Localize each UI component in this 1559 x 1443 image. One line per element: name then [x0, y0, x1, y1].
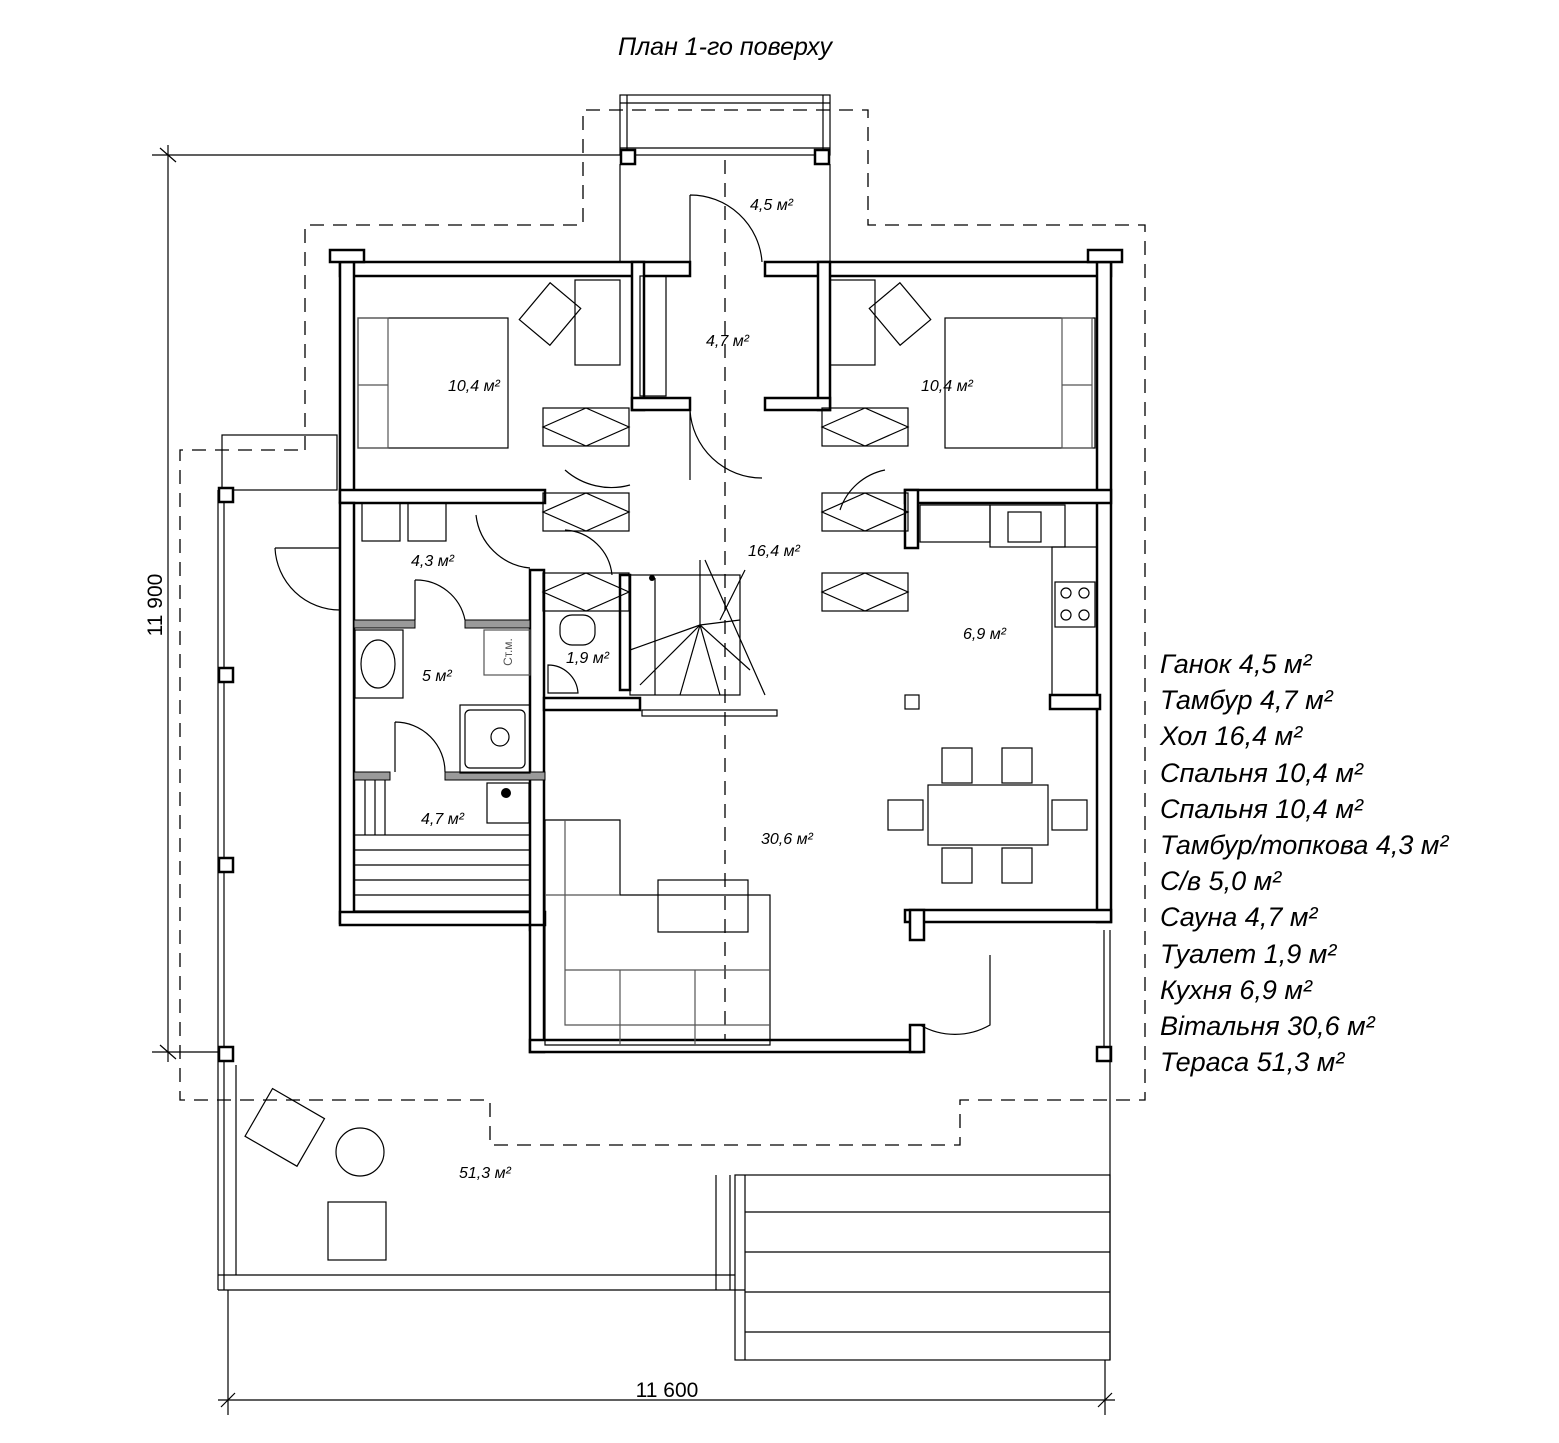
dimension-width: 11 600 [218, 1290, 1115, 1415]
terrace-furniture [244, 1087, 387, 1261]
terrace [217, 434, 1113, 1360]
doors [274, 194, 991, 1035]
area-terrace: 51,3 м² [459, 1165, 512, 1182]
bed-left [357, 317, 509, 449]
legend-item: Хол 16,4 м² [1160, 721, 1303, 752]
width-dimension: 11 600 [636, 1379, 699, 1402]
terrace-steps [734, 1174, 1111, 1361]
wardrobes [361, 275, 910, 612]
area-boiler-vestibule: 4,3 м² [411, 553, 455, 570]
armchair-left [518, 279, 621, 366]
plan-title: План 1-го поверху [618, 33, 834, 61]
roof-outline [179, 109, 1146, 1146]
walls [328, 248, 1124, 1054]
legend-item: С/в 5,0 м² [1160, 866, 1282, 897]
corner-sofa [544, 819, 771, 1046]
area-living: 30,6 м² [761, 831, 814, 848]
legend-item: Спальня 10,4 м² [1160, 757, 1363, 788]
bed-right [944, 317, 1096, 449]
area-bathroom: 5 м² [422, 668, 452, 685]
dining-table [887, 694, 1088, 884]
area-hall: 16,4 м² [748, 543, 801, 560]
legend-item: Кухня 6,9 м² [1160, 974, 1312, 1005]
kitchen-units [919, 504, 1098, 696]
area-vestibule: 4,7 м² [706, 333, 750, 350]
legend-item: Сауна 4,7 м² [1160, 902, 1318, 933]
area-bedroom-right: 10,4 м² [921, 378, 974, 395]
dimension-height: 11 900 [144, 145, 620, 1062]
area-porch: 4,5 м² [750, 197, 794, 214]
room-legend: Ганок 4,5 м² Тамбур 4,7 м² Хол 16,4 м² С… [1160, 646, 1448, 1080]
area-toilet: 1,9 м² [566, 650, 610, 667]
legend-item: Тамбур 4,7 м² [1160, 685, 1333, 716]
washing-machine-label: Ст.м. [501, 638, 515, 666]
legend-item: Вітальня 30,6 м² [1160, 1011, 1375, 1042]
armchair-right [829, 279, 932, 366]
legend-item: Ганок 4,5 м² [1160, 649, 1312, 679]
legend-item: Спальня 10,4 м² [1160, 793, 1363, 824]
staircase [629, 559, 778, 717]
bathroom-fixtures [354, 629, 531, 824]
area-bedroom-left: 10,4 м² [448, 378, 501, 395]
legend-item: Тамбур/топкова 4,3 м² [1160, 830, 1449, 861]
height-dimension: 11 900 [144, 574, 167, 637]
legend-item: Туалет 1,9 м² [1160, 938, 1337, 969]
area-kitchen: 6,9 м² [963, 626, 1007, 643]
legend-item: Тераса 51,3 м² [1160, 1047, 1345, 1078]
porch [619, 94, 831, 265]
sauna-bench [353, 780, 531, 912]
area-sauna: 4,7 м² [421, 811, 465, 828]
toilet-fixtures [547, 614, 596, 694]
